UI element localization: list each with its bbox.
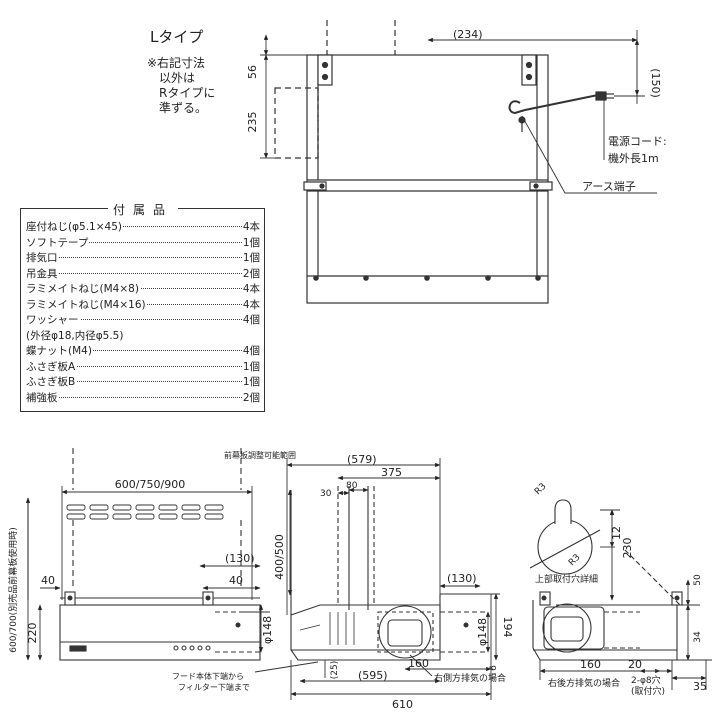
accessory-qty: 1個 [241,358,260,374]
power-cord-label: 電源コード: [608,134,667,148]
accessory-item: ふさぎ板B 1個 [26,374,260,389]
note-line: 以外は [159,71,196,85]
accessory-name: 排気口 [26,250,59,265]
accessory-item: 座付ねじ(φ5.1×45) 4本 [26,219,260,234]
dim-25: (25) [330,661,340,679]
rear-view-dimensions [539,509,712,690]
accessory-qty: 4本 [241,219,260,234]
accessory-qty: 1個 [241,250,260,265]
accessory-name: ふさぎ板A [26,358,77,374]
dim-579: (579) [347,453,377,466]
accessory-item: ソフトテープ 1個 [26,234,260,250]
accessory-name: 座付ねじ(φ5.1×45) [26,219,123,234]
dim-194: 194 [501,617,514,638]
accessory-item: ふさぎ板A 1個 [26,358,260,374]
dim-400-500: 400/500 [273,534,286,580]
accessory-name: ラミメイトねじ(M4×16) [26,296,147,312]
accessory-qty: 4本 [241,296,260,312]
accessories-title: 付属品 [108,201,179,218]
front-view-dimensions [25,486,270,661]
right-rear-label: 右後方排気の場合 [548,677,620,689]
accessory-qty: 4個 [241,312,260,327]
accessory-item: 排気口 1個 [26,250,260,265]
dim-150: (150) [649,68,662,98]
right-side-label: 右側方排気の場合 [434,672,506,684]
holes-note: (取付穴) [631,685,665,697]
dim-40-right: 40 [229,574,243,587]
dim-40-left: 40 [41,574,55,587]
rear-dim-160: 160 [580,658,601,671]
accessory-qty: 4個 [241,343,260,358]
dim-230: 230 [621,538,634,559]
dim-220: 220 [26,623,39,644]
accessory-item: ラミメイトねじ(M4×8) 4本 [26,281,260,296]
dim-235: 235 [246,112,259,133]
top-view-dimensions [260,30,657,194]
side-dim-160: 160 [408,657,429,670]
accessory-item: 吊金具 2個 [26,265,260,281]
r3-upper: R3 [533,482,549,498]
dim-375: 375 [381,466,402,479]
accessory-qty: 2個 [241,389,260,405]
phi148: φ148 [261,616,274,644]
side-phi148: φ148 [476,618,489,646]
dim-56: 56 [246,65,259,79]
accessory-item: (外径φ18,内径φ5.5) [26,327,260,343]
power-cord-length: 機外長1m [608,151,659,165]
filter-note-1: フード本体下端から [172,671,244,681]
holes-spec: 2-φ8穴 [631,674,661,686]
accessory-name: 補強板 [26,389,59,405]
accessory-item: ワッシャー 4個 [26,312,260,327]
accessory-name: ラミメイトねじ(M4×8) [26,281,140,296]
accessory-qty: 2個 [241,265,260,281]
front-width: 600/750/900 [115,478,185,491]
note-line: ※右記寸法 [147,56,206,70]
accessory-qty: 1個 [241,234,260,250]
accessory-item: 補強板 2個 [26,389,260,405]
accessory-item: 蝶ナット(M4) 4個 [26,343,260,358]
accessory-name: ソフトテープ [26,234,90,250]
accessory-item: ラミメイトねじ(M4×16) 4本 [26,296,260,312]
accessory-qty: 4本 [241,281,260,296]
dim-30: 30 [320,489,332,499]
dim-610: 610 [392,698,413,711]
upper-hole-detail: 上部取付穴詳細 [535,573,598,585]
side-dim-130: (130) [447,572,477,585]
accessories-list: 座付ねじ(φ5.1×45) 4本 ソフトテープ 1個 排気口 1個 吊金具 2個 ラミメ… [20,219,270,409]
note-line: 準ずる。 [159,101,208,115]
range-label: 前幕板調整可能範囲 [224,450,296,460]
accessory-name: ワッシャー [26,312,80,327]
accessory-name: 吊金具 [26,265,59,281]
filter-note-2: フィルター下端まで [178,682,250,692]
dimension-note: ※右記寸法 以外は Rタイプに 準ずる。 [147,56,215,116]
accessory-name: 蝶ナット(M4) [26,343,93,358]
dim-12: 12 [610,526,623,540]
accessory-name: ふさぎ板B [26,374,77,389]
dim-50: 50 [693,574,703,586]
dim-234: (234) [453,28,483,41]
dim-35: 35 [693,680,707,693]
dim-80: 80 [346,481,358,491]
dim-34: 34 [693,631,703,643]
front-height-label: 600/700(別売品前幕板使用時) [7,527,19,652]
accessory-name: (外径φ18,内径φ5.5) [26,327,125,343]
dim-20: 20 [628,658,642,671]
top-view [274,20,614,304]
r3-lower: R3 [567,553,583,569]
dim-595: (595) [358,669,388,682]
front-view [27,448,261,661]
dim-6: 6 [489,665,499,671]
note-line: Rタイプに [159,86,216,100]
accessory-qty: 1個 [241,374,260,389]
side-view-dimensions [254,458,499,700]
dim-130: (130) [225,552,255,565]
type-title: Lタイプ [150,28,204,46]
earth-terminal-label: アース端子 [582,180,636,193]
